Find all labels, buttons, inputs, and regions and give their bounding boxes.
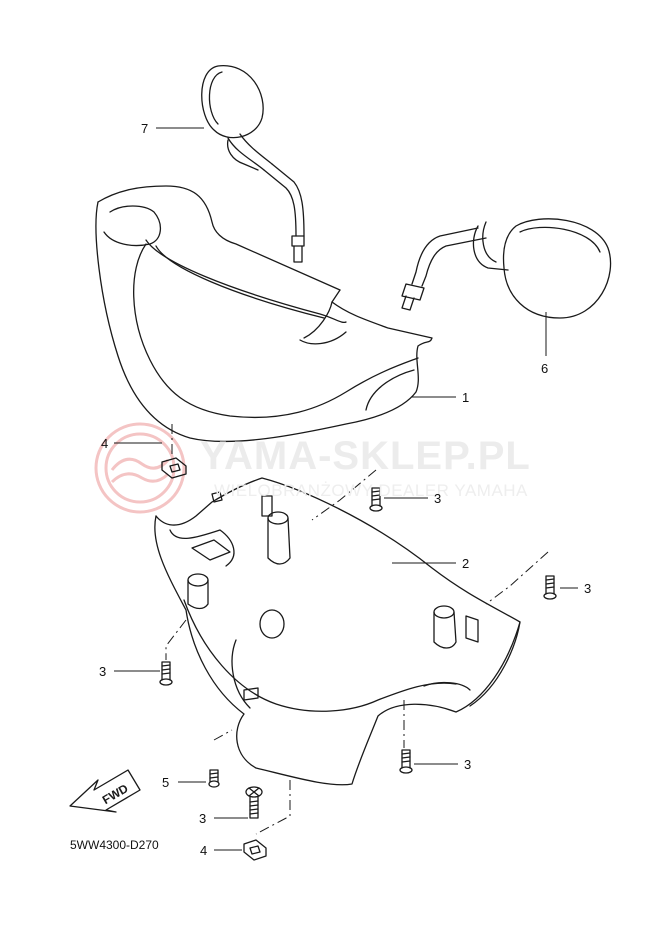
u-nut-lower xyxy=(243,839,267,861)
callout-3-lower-right: 3 xyxy=(464,757,472,772)
callout-7: 7 xyxy=(141,121,149,136)
callout-5: 5 xyxy=(162,775,170,790)
callout-6: 6 xyxy=(541,361,549,376)
screw-lower-center xyxy=(245,786,263,819)
callout-3-lower: 3 xyxy=(199,811,207,826)
callout-2: 2 xyxy=(462,556,470,571)
screw-left xyxy=(159,661,173,686)
fwd-arrow xyxy=(69,769,141,813)
fwd-label: FWD xyxy=(100,781,131,807)
lower-handle-cover xyxy=(154,477,521,786)
diagram-code: 5WW4300-D270 xyxy=(70,838,159,852)
callout-4-lower: 4 xyxy=(200,843,208,858)
u-nut-upper xyxy=(161,457,187,479)
assembly-lines xyxy=(165,424,549,835)
leader-lines xyxy=(114,127,578,851)
screw-right xyxy=(543,575,557,600)
callout-4-upper: 4 xyxy=(101,436,109,451)
callout-3-upper: 3 xyxy=(434,491,442,506)
callout-1: 1 xyxy=(462,390,470,405)
clip-upper xyxy=(211,491,223,503)
watermark-logo xyxy=(94,422,186,514)
mirror-left xyxy=(201,65,305,263)
screw-lower-right xyxy=(399,749,413,774)
watermark-subtitle: WIELOBRANŻOWY DEALER YAMAHA xyxy=(214,481,528,500)
bolt-part5 xyxy=(208,769,220,788)
callout-3-right: 3 xyxy=(584,581,592,596)
screw-upper-center xyxy=(369,487,383,512)
callout-3-left: 3 xyxy=(99,664,107,679)
upper-handle-cover xyxy=(95,185,433,443)
watermark-title: YAMA-SKLEP.PL xyxy=(200,434,531,478)
mirror-right xyxy=(401,218,612,319)
